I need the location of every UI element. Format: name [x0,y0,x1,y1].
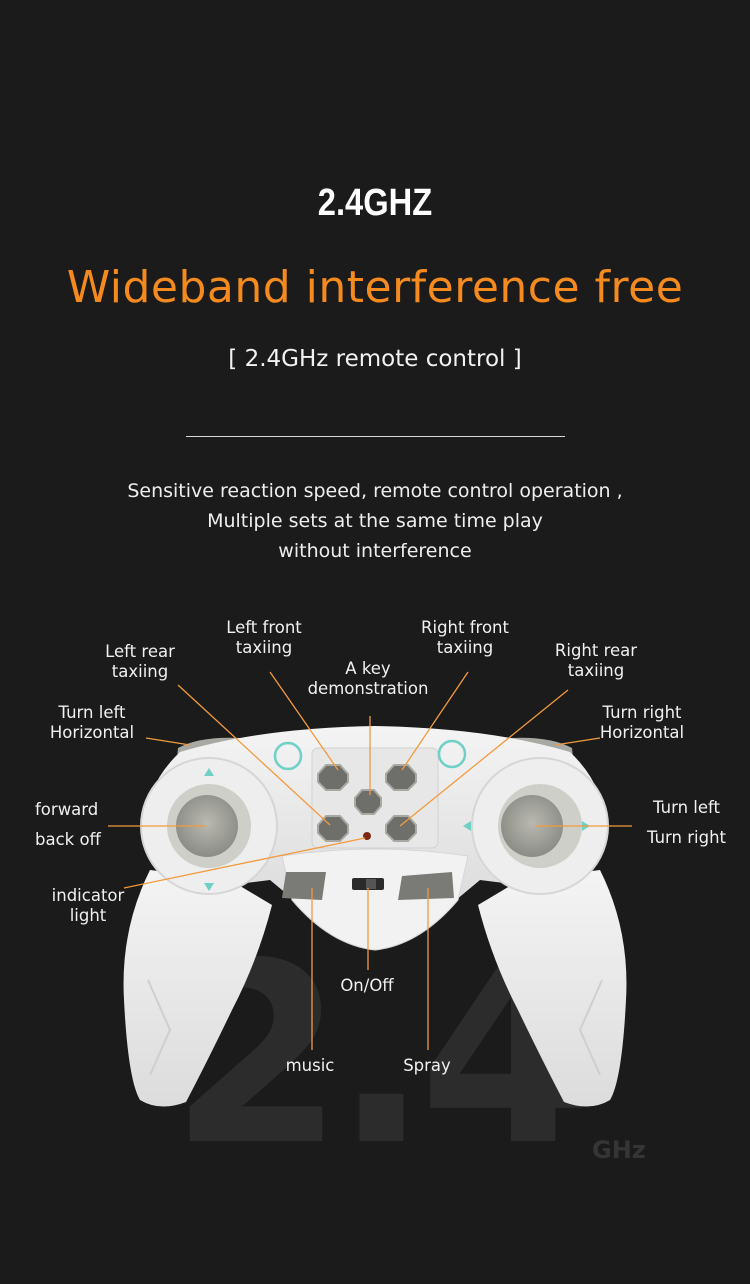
left-front-button [317,764,349,791]
right-speed-icon [437,739,467,769]
up-arrow-icon [204,768,214,776]
label-forward: forward [35,800,99,819]
description-line-1: Sensitive reaction speed, remote control… [127,480,623,502]
label-right-front-taxiing: Right front taxiing [421,618,509,657]
label-indicator-light: indicator light [51,886,125,925]
label-back-off: back off [35,830,101,849]
right-front-button [385,764,417,791]
subheadline: [ 2.4GHz remote control ] [228,346,522,372]
label-right-rear-taxiing: Right rear taxiing [554,641,638,680]
left-speed-icon [273,741,303,771]
lower-panel [281,848,469,951]
description-line-2: Multiple sets at the same time play [207,510,543,532]
label-turn-right-horizontal: Turn right Horizontal [599,703,685,742]
right-joystick [501,795,563,857]
spray-button [398,872,454,900]
label-spray: Spray [403,1056,451,1075]
watermark-unit: GHz [592,1136,646,1164]
down-arrow-icon [204,883,214,891]
leader-lines [108,671,632,1050]
label-on-off: On/Off [340,976,394,995]
label-a-key-demonstration: A key demonstration [307,659,429,698]
page-title: 2.4GHZ [317,182,433,224]
headline: Wideband interference free [66,262,684,313]
label-turn-left-horizontal: Turn left Horizontal [49,703,135,742]
label-left-front-taxiing: Left front taxiing [226,618,302,657]
right-rear-button [385,815,417,842]
label-music: music [285,1056,335,1075]
right-grip [478,870,627,1107]
left-arrow-icon [463,821,471,831]
description-line-3: without interference [278,540,472,562]
label-turn-left: Turn left [653,798,720,817]
music-button [282,872,326,900]
divider [186,436,565,437]
label-turn-right: Turn right [647,828,726,847]
label-left-rear-taxiing: Left rear taxiing [105,642,175,681]
left-joystick [176,795,238,857]
left-rear-button [317,815,349,842]
left-grip [123,870,272,1107]
demo-button [354,789,382,815]
